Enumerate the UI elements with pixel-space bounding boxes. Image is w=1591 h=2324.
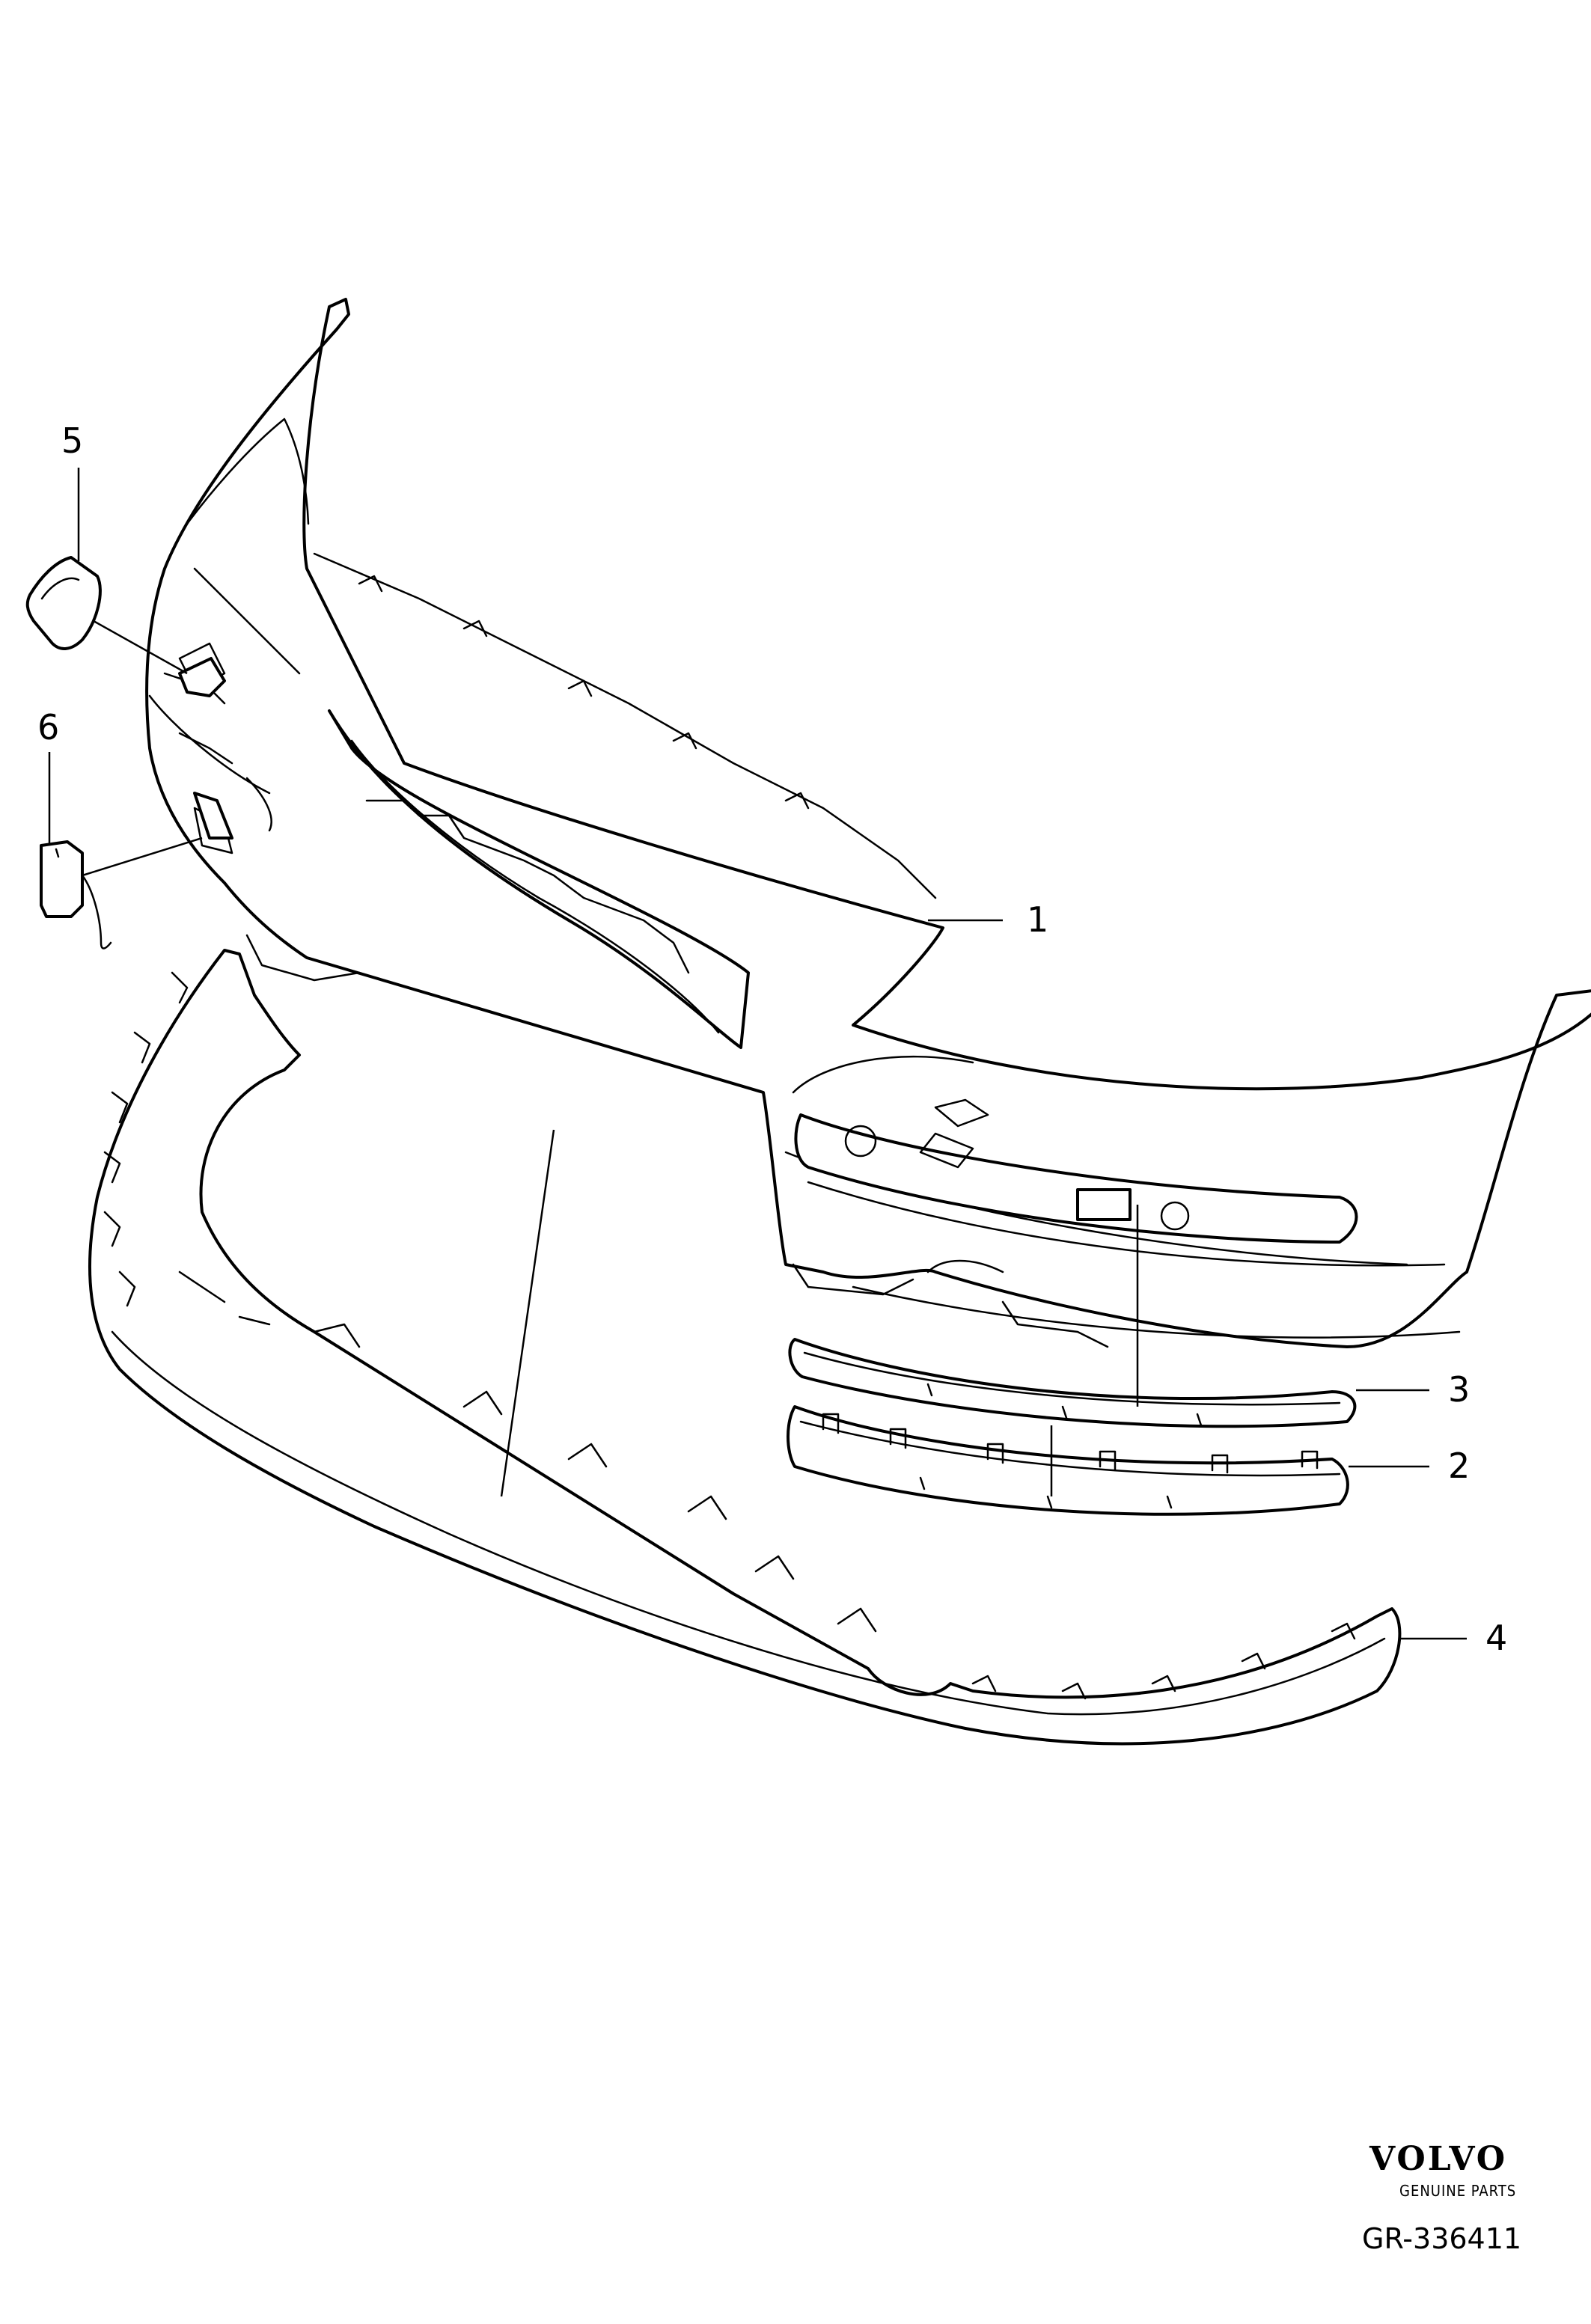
lower-spoiler (88, 949, 1402, 1746)
brand-name: VOLVO (1369, 2140, 1507, 2178)
leader-5b (93, 620, 188, 675)
washer-cover (25, 556, 226, 697)
tow-eye-cover (40, 792, 233, 950)
strip-retainer (787, 1405, 1349, 1516)
brand-tagline: GENUINE PARTS (1399, 2182, 1516, 2200)
callout-2: 2 (1448, 1446, 1470, 1486)
callout-5: 5 (61, 421, 83, 461)
leader-lines (48, 468, 1467, 1640)
bumper-cover (145, 298, 1591, 1348)
callout-1: 1 (1027, 899, 1048, 940)
reference-number: GR-336411 (1362, 2222, 1521, 2255)
trim-strip (788, 1338, 1357, 1428)
leader-4-up (500, 1129, 555, 1497)
callout-4: 4 (1485, 1618, 1507, 1658)
callout-3: 3 (1448, 1369, 1470, 1410)
leader-6b (82, 837, 203, 877)
brand-logo: VOLVO GENUINE PARTS (1369, 2140, 1516, 2200)
callout-6: 6 (37, 707, 59, 747)
